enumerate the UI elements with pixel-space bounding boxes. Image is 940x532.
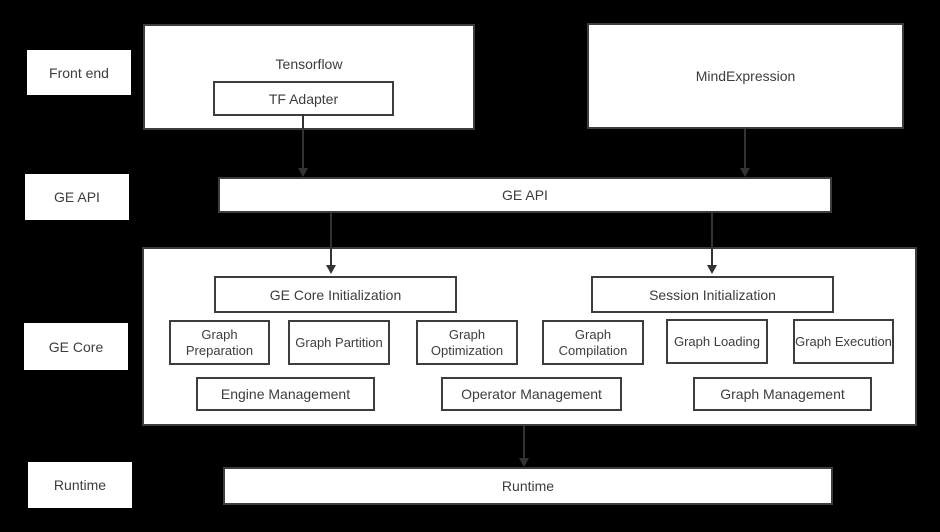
- node-ge-api-bar-label: GE API: [502, 187, 548, 203]
- node-runtime-bar: Runtime: [223, 467, 833, 505]
- arrow-tf-adapter-to-ge-api: [302, 114, 304, 168]
- node-ge-core-initialization-label: GE Core Initialization: [269, 286, 402, 303]
- node-tensorflow-label: Tensorflow: [275, 56, 343, 72]
- row-label-ge-api-text: GE API: [54, 189, 100, 205]
- row-label-front-end-text: Front end: [49, 64, 109, 81]
- node-graph-preparation: Graph Preparation: [169, 320, 270, 365]
- node-graph-loading: Graph Loading: [666, 319, 768, 364]
- node-runtime-bar-label: Runtime: [501, 478, 555, 494]
- arrow-down-head-icon: [519, 458, 529, 467]
- arrow-down-head-icon: [707, 265, 717, 274]
- node-tensorflow: Tensorflow TF Adapter: [143, 24, 475, 130]
- node-graph-management: Graph Management: [693, 377, 872, 411]
- node-operator-management: Operator Management: [441, 377, 622, 411]
- node-ge-core-initialization: GE Core Initialization: [214, 276, 457, 313]
- node-graph-execution: Graph Execution: [793, 319, 894, 364]
- arrow-mindexpression-to-ge-api: [744, 129, 746, 168]
- node-graph-loading-label: Graph Loading: [673, 333, 760, 349]
- node-graph-compilation-label: Graph Compilation: [558, 327, 628, 358]
- node-mindexpression-label: MindExpression: [695, 68, 796, 84]
- row-label-runtime: Runtime: [28, 462, 132, 508]
- node-graph-partition-label: Graph Partition: [295, 334, 383, 350]
- node-engine-management: Engine Management: [196, 377, 375, 411]
- node-graph-execution-label: Graph Execution: [795, 333, 892, 349]
- node-mindexpression: MindExpression: [587, 23, 904, 129]
- row-label-ge-api: GE API: [25, 174, 129, 220]
- row-label-ge-core-text: GE Core: [48, 338, 104, 355]
- node-tf-adapter: TF Adapter: [213, 81, 394, 116]
- node-graph-optimization: Graph Optimization: [416, 320, 518, 365]
- node-engine-management-label: Engine Management: [220, 386, 351, 402]
- node-session-initialization-label: Session Initialization: [649, 286, 776, 303]
- node-ge-core-container: GE Core Initialization Session Initializ…: [142, 247, 917, 426]
- node-graph-management-label: Graph Management: [720, 386, 845, 402]
- row-label-ge-core: GE Core: [24, 323, 128, 370]
- node-tf-adapter-label: TF Adapter: [268, 90, 339, 107]
- node-ge-api-bar: GE API: [218, 177, 832, 213]
- node-session-initialization: Session Initialization: [591, 276, 834, 313]
- arrow-ge-core-to-runtime: [523, 426, 525, 458]
- node-graph-compilation: Graph Compilation: [542, 320, 644, 365]
- row-label-runtime-text: Runtime: [53, 477, 107, 493]
- arrow-down-head-icon: [298, 168, 308, 177]
- node-graph-partition: Graph Partition: [288, 320, 390, 365]
- node-graph-optimization-label: Graph Optimization: [430, 327, 504, 358]
- arrow-down-head-icon: [326, 265, 336, 274]
- arrow-ge-api-to-session-initialization: [711, 213, 713, 265]
- row-label-front-end: Front end: [27, 50, 131, 95]
- arrow-ge-api-to-ge-core-initialization: [330, 213, 332, 265]
- node-graph-preparation-label: Graph Preparation: [185, 327, 254, 358]
- node-operator-management-label: Operator Management: [461, 386, 602, 402]
- arrow-down-head-icon: [740, 168, 750, 177]
